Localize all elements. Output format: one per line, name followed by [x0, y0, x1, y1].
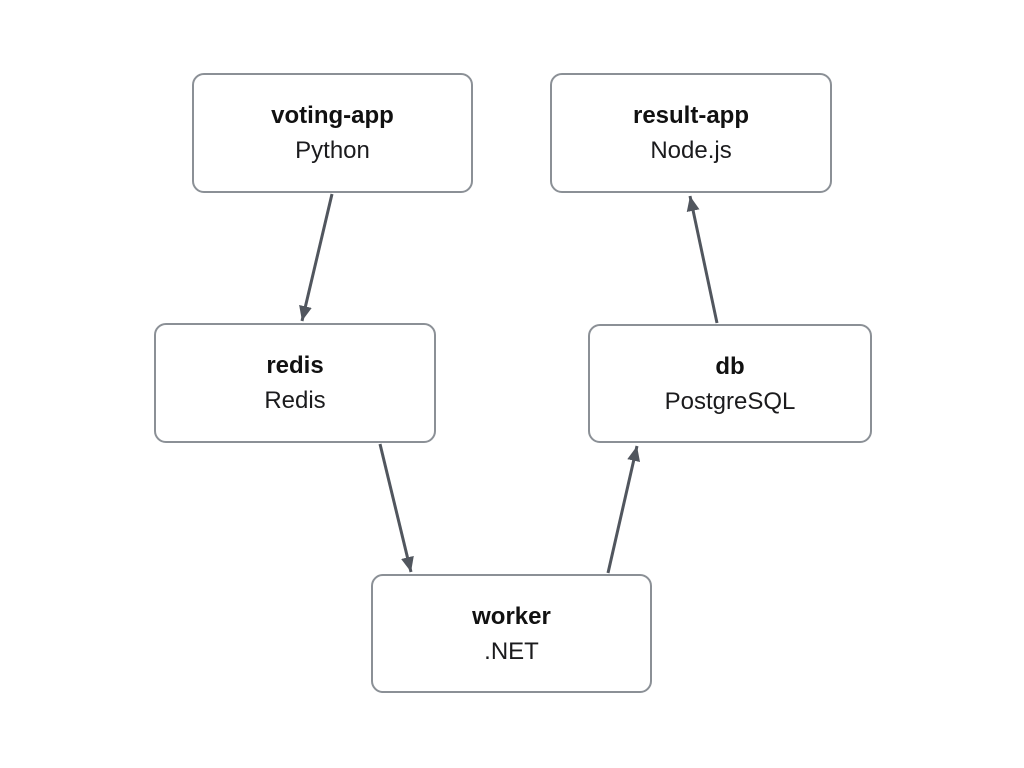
node-subtitle: PostgreSQL: [664, 387, 796, 415]
node-title: db: [715, 352, 745, 380]
edge-worker-to-db: [606, 445, 640, 574]
node-subtitle: Redis: [264, 387, 326, 414]
node-db: db PostgreSQL: [588, 324, 872, 443]
edge-db-to-result-app: [686, 195, 719, 324]
node-subtitle: Python: [295, 137, 370, 164]
node-title: redis: [266, 352, 324, 379]
node-voting-app: voting-app Python: [192, 73, 473, 193]
node-worker: worker .NET: [371, 574, 652, 693]
node-subtitle: Node.js: [650, 137, 732, 164]
node-result-app: result-app Node.js: [550, 73, 832, 193]
node-title: worker: [472, 602, 551, 630]
node-redis: redis Redis: [154, 323, 436, 443]
edge-redis-to-worker: [378, 443, 414, 573]
node-title: result-app: [632, 102, 749, 129]
node-subtitle: .NET: [484, 637, 539, 665]
node-title: voting-app: [271, 102, 394, 129]
edge-voting-app-to-redis: [299, 193, 334, 322]
